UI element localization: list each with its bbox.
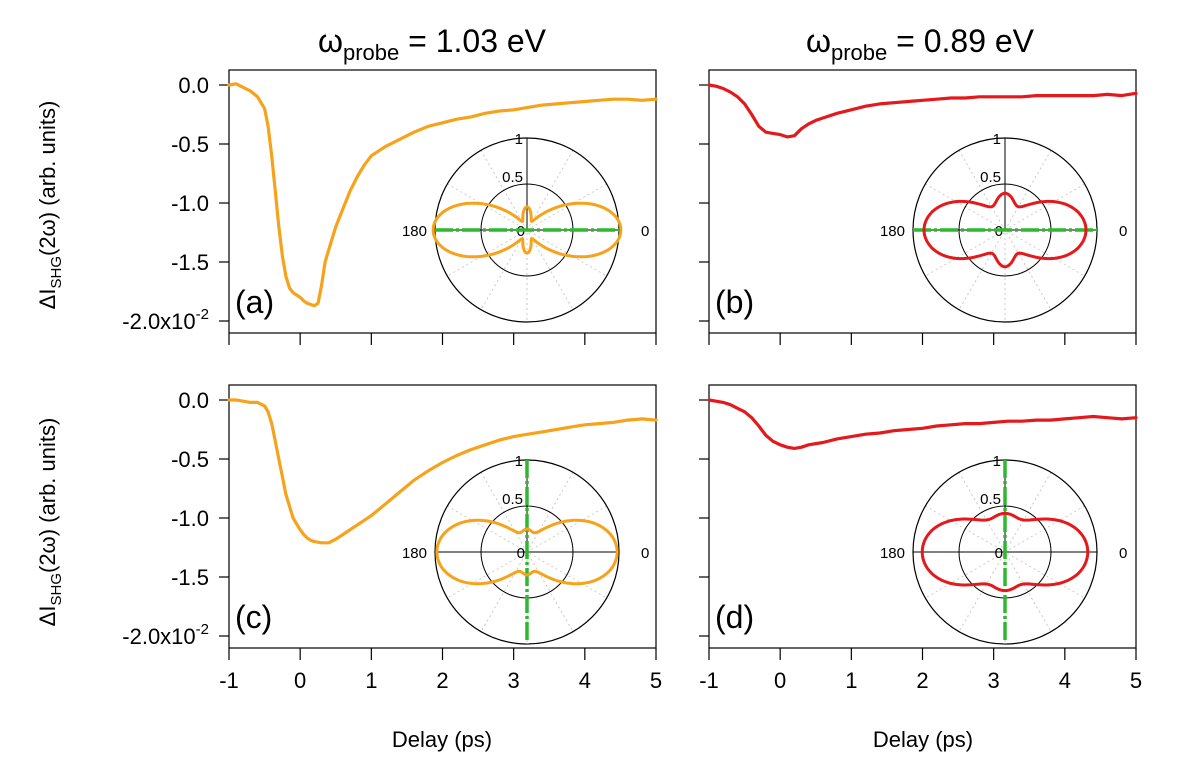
polar-inset: 0.5 1 0 0 180 bbox=[880, 453, 1127, 645]
column-title-right-subscript: probe bbox=[831, 40, 887, 65]
polar-ring-label: 0.5 bbox=[980, 169, 1001, 186]
polar-lobe bbox=[920, 511, 1090, 593]
x-tick-label: 0 bbox=[294, 668, 306, 693]
polar-ring-label: 0.5 bbox=[980, 491, 1001, 508]
polar-center-label: 0 bbox=[995, 545, 1003, 562]
y-tick-label: -1.5 bbox=[171, 250, 209, 275]
y-exponent-label: -2.0x10-2 bbox=[122, 306, 209, 334]
polar-ring-label: 1 bbox=[993, 131, 1001, 148]
y-tick-label: 0.0 bbox=[178, 388, 209, 413]
y-exponent-base: -2.0x10 bbox=[122, 309, 195, 334]
series-line bbox=[227, 398, 658, 545]
y-tick-label: 0.0 bbox=[178, 73, 209, 98]
y-exponent-power: -2 bbox=[196, 306, 209, 323]
x-tick-label: 1 bbox=[365, 668, 377, 693]
polar-lobe bbox=[431, 201, 623, 259]
x-axis-title-right: Delay (ps) bbox=[873, 727, 973, 752]
series-line bbox=[227, 82, 658, 308]
x-tick-label: 3 bbox=[988, 668, 1000, 693]
plot-frame bbox=[708, 384, 1137, 649]
series-line bbox=[707, 398, 1138, 450]
polar-angle-label: 0 bbox=[641, 545, 649, 562]
polar-ring-label: 1 bbox=[515, 453, 523, 470]
y-exponent-power: -2 bbox=[196, 621, 209, 638]
polar-angle-label: 180 bbox=[402, 545, 427, 562]
x-tick-label: 3 bbox=[508, 668, 520, 693]
polar-angle-label: 0 bbox=[641, 223, 649, 240]
y-tick-label: -1.5 bbox=[171, 565, 209, 590]
x-tick-label: 4 bbox=[579, 668, 591, 693]
y-tick-label: -1.0 bbox=[171, 191, 209, 216]
x-tick-label: -1 bbox=[699, 668, 719, 693]
series-line bbox=[707, 83, 1138, 139]
polar-angle-label: 180 bbox=[880, 545, 905, 562]
polar-center-label: 0 bbox=[517, 545, 525, 562]
polar-ring-label: 1 bbox=[993, 453, 1001, 470]
y-exponent-label: -2.0x10-2 bbox=[122, 621, 209, 649]
polar-angle-label: 180 bbox=[880, 223, 905, 240]
y-axis-title-top: ΔISHG(2ω) (arb. units) bbox=[35, 101, 65, 310]
y-axis-title-bottom: ΔISHG(2ω) (arb. units) bbox=[35, 418, 65, 627]
polar-angle-label: 0 bbox=[1119, 545, 1127, 562]
y-tick-label: -0.5 bbox=[171, 447, 209, 472]
polar-angle-label: 0 bbox=[1119, 223, 1127, 240]
x-tick-label: 2 bbox=[436, 668, 448, 693]
x-tick-label: -1 bbox=[219, 668, 239, 693]
column-title-left: ωprobe = 1.03 eV bbox=[318, 23, 547, 65]
polar-lobe bbox=[435, 518, 619, 586]
polar-angle-label: 180 bbox=[402, 223, 427, 240]
panel-4: -1 0 1 2 3 4 5 (d) 0.5 1 0 0 180 bbox=[699, 384, 1142, 693]
y-tick-label: -1.0 bbox=[171, 506, 209, 531]
x-tick-label: 1 bbox=[845, 668, 857, 693]
polar-ring-label: 1 bbox=[515, 131, 523, 148]
x-tick-label: 0 bbox=[774, 668, 786, 693]
x-tick-label: 2 bbox=[916, 668, 928, 693]
panel-label: (b) bbox=[715, 284, 754, 320]
panel-label: (c) bbox=[235, 599, 272, 635]
y-tick-label: -0.5 bbox=[171, 132, 209, 157]
panel-label: (a) bbox=[235, 284, 274, 320]
x-tick-label: 5 bbox=[1130, 668, 1142, 693]
polar-lobe bbox=[922, 191, 1088, 269]
x-tick-label: 4 bbox=[1059, 668, 1071, 693]
x-tick-label: 5 bbox=[650, 668, 662, 693]
column-title-left-subscript: probe bbox=[343, 40, 399, 65]
y-exponent-base: -2.0x10 bbox=[122, 624, 195, 649]
polar-ring-label: 0.5 bbox=[502, 491, 523, 508]
column-title-right: ωprobe = 0.89 eV bbox=[806, 23, 1035, 65]
panels: 0.0-0.5-1.0-1.5-2.0x10-2(a)0.5100180(b)0… bbox=[122, 69, 1142, 693]
x-axis-title-left: Delay (ps) bbox=[392, 727, 492, 752]
polar-ring-label: 0.5 bbox=[502, 169, 523, 186]
panel-label: (d) bbox=[715, 599, 754, 635]
polar-inset: 0.5 1 0 0 180 bbox=[402, 453, 649, 645]
